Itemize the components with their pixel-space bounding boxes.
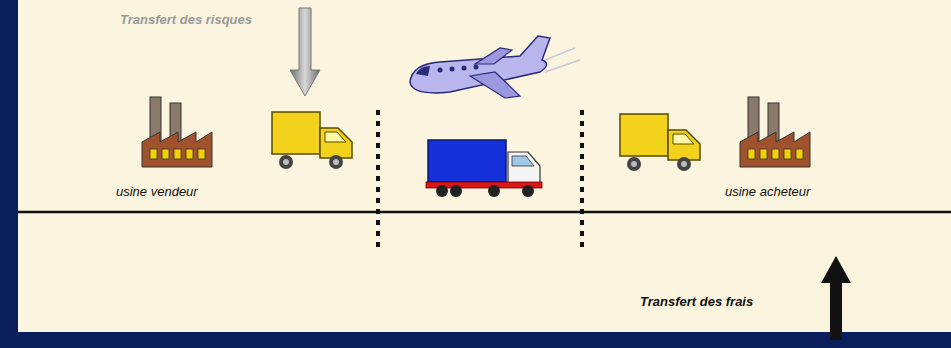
cost-label: Transfert des frais	[640, 294, 753, 309]
risk-arrow	[290, 8, 320, 96]
risk-label: Transfert des risques	[120, 12, 252, 27]
truck-icon	[272, 112, 352, 169]
ground-line	[18, 211, 951, 214]
airplane-icon	[410, 36, 580, 98]
factory-icon	[740, 97, 810, 167]
factory-icon	[142, 97, 212, 167]
truck-icon	[620, 114, 700, 171]
place-label: usine acheteur	[725, 184, 810, 199]
boundary-line	[580, 110, 584, 250]
boundary-line	[376, 110, 380, 250]
place-label: usine vendeur	[116, 184, 198, 199]
cost-arrow	[821, 256, 851, 340]
semi-truck-icon	[426, 140, 542, 197]
